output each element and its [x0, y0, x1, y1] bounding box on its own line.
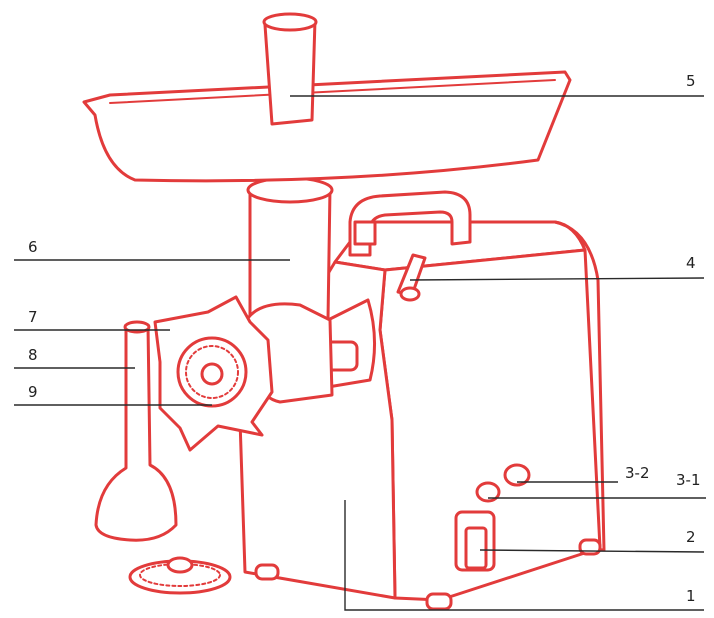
switch-toggle [464, 526, 488, 570]
leader-1 [344, 500, 704, 611]
spare-plate-hub [166, 556, 194, 574]
pusher-top [262, 12, 318, 32]
foot-left [254, 563, 280, 581]
tray-body [82, 70, 572, 183]
spare-plate [128, 556, 232, 595]
handle-block [353, 220, 377, 246]
funnel-body [94, 323, 178, 542]
callout-8: 8 [28, 346, 38, 364]
carry-handle [348, 190, 472, 257]
cutting-plate [176, 336, 248, 408]
button-3-1 [475, 481, 501, 503]
plate-hub [200, 362, 224, 386]
plate-holes [185, 345, 239, 399]
callout-2: 2 [686, 528, 696, 546]
button-3-2 [503, 463, 531, 487]
callout-4: 4 [686, 254, 696, 272]
control-buttons [475, 463, 531, 503]
foot-right [578, 538, 602, 556]
callout-1: 1 [686, 587, 696, 605]
locking-knob [396, 253, 427, 302]
feed-tray [82, 12, 572, 183]
knob-base [399, 286, 421, 302]
callout-5: 5 [686, 72, 696, 90]
power-switch [454, 510, 496, 572]
callout-3-2: 3-2 [625, 464, 650, 482]
foot-front [425, 592, 453, 611]
callout-6: 6 [28, 238, 38, 256]
grinder-head [245, 176, 376, 404]
tray-rim [109, 79, 556, 104]
handle-body [348, 190, 472, 257]
leader-2 [479, 549, 705, 553]
callout-7: 7 [28, 308, 38, 326]
callout-3-1: 3-1 [676, 471, 701, 489]
callout-labels: 5 6 4 7 8 9 3-2 3-1 2 1 [28, 72, 701, 605]
leader-lines [14, 95, 706, 611]
callout-9: 9 [28, 383, 38, 401]
housing-edge [391, 419, 396, 599]
leader-4 [409, 277, 705, 281]
motor-housing [238, 220, 606, 602]
pusher [263, 18, 317, 126]
